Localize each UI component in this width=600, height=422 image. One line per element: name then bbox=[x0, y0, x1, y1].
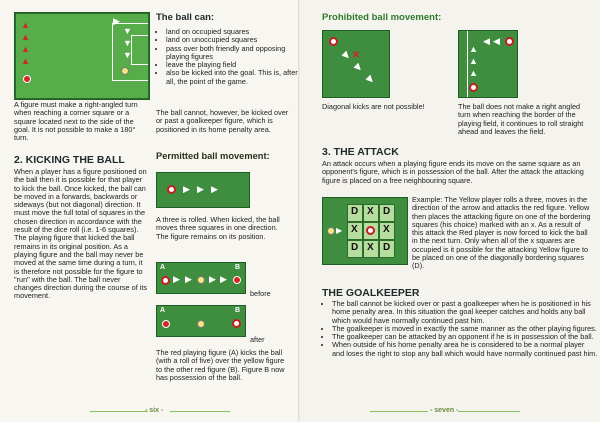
label-b: B bbox=[235, 264, 241, 271]
diagonal-kick-diagram: ▶ ▶ ▶ bbox=[322, 30, 390, 98]
goalkeeper-heading: THE GOALKEEPER bbox=[322, 287, 420, 299]
grid-letter: X bbox=[367, 242, 374, 253]
grid-letter: D bbox=[351, 242, 359, 253]
red-figure-text: The red playing figure (A) kicks the bal… bbox=[156, 348, 285, 382]
grid-letter: X bbox=[383, 224, 390, 235]
grid-letter: X bbox=[367, 206, 374, 217]
before-label: before bbox=[250, 289, 271, 298]
intro-text: A figure must make a right-angled turn w… bbox=[14, 100, 138, 143]
page-number: - six - bbox=[145, 407, 164, 414]
ball-can-item: land on occupied squares bbox=[166, 27, 298, 36]
goalkeeper-item: When outside of his home penalty area he… bbox=[332, 341, 598, 358]
right-page: Prohibited ball movement: ▶ ▶ ▶ ✕ Diagon… bbox=[300, 0, 600, 422]
attack-grid-diagram: D X D X X D X D ▶ bbox=[322, 197, 408, 265]
permitted-move-diagram: ▶ ▶ ▶ bbox=[156, 172, 250, 208]
ball-can-heading: The ball can: bbox=[156, 12, 215, 23]
attack-text: An attack occurs when a playing figure e… bbox=[322, 159, 584, 185]
after-diagram: A B bbox=[156, 305, 246, 337]
goalkeeper-item: The goalkeeper can be attacked by an opp… bbox=[332, 332, 598, 341]
permitted-heading: Permitted ball movement: bbox=[156, 151, 270, 161]
ball-can-list: land on occupied squares land on unoccup… bbox=[158, 27, 298, 86]
ball-can-item: leave the playing field bbox=[166, 60, 298, 69]
after-label: after bbox=[250, 335, 265, 344]
left-page: ▲ ▲ ▲ ▲ ▶ ▼ ▼ ▼ A figure must make a rig… bbox=[0, 0, 300, 422]
grid-letter: X bbox=[351, 224, 358, 235]
goalkeeper-list: The ball cannot be kicked over or past a… bbox=[324, 299, 598, 358]
right-footer: - seven - bbox=[300, 402, 600, 422]
example-text: Example: The Yellow player rolls a three… bbox=[412, 195, 591, 271]
section-kicking-heading: 2. KICKING THE BALL bbox=[14, 154, 125, 166]
border-text: The ball does not make a right angled tu… bbox=[458, 102, 584, 136]
three-rolled-text: A three is rolled. When kicked, the ball… bbox=[156, 215, 280, 241]
corner-turn-diagram: ▲ ▲ ▲ ▲ ▶ ▼ ▼ ▼ bbox=[14, 12, 150, 100]
label-a: A bbox=[160, 307, 166, 314]
label-b: B bbox=[235, 307, 241, 314]
diagonal-text: Diagonal kicks are not possible! bbox=[322, 102, 425, 111]
before-diagram: A B ▶ ▶ ▶ ▶ bbox=[156, 262, 246, 294]
kicking-text: When a player has a figure positioned on… bbox=[14, 167, 148, 301]
border-roll-diagram: ▲ ▲ ▲ ◀ ◀ bbox=[458, 30, 518, 98]
attack-heading: 3. THE ATTACK bbox=[322, 146, 399, 158]
goalkeeper-item: The ball cannot be kicked over or past a… bbox=[332, 299, 598, 325]
label-a: A bbox=[160, 264, 166, 271]
ball-cannot-text: The ball cannot, however, be kicked over… bbox=[156, 108, 289, 134]
goalkeeper-item: The goalkeeper is moved in exactly the s… bbox=[332, 324, 598, 333]
left-footer: - six - bbox=[0, 402, 300, 422]
prohibited-heading: Prohibited ball movement: bbox=[322, 12, 442, 23]
ball-can-item: land on unoccupied squares bbox=[166, 35, 298, 44]
grid-letter: D bbox=[383, 206, 391, 217]
prohibited-x-mark: ✕ bbox=[352, 50, 361, 61]
ball-can-item: also be kicked into the goal. This is, a… bbox=[166, 69, 298, 86]
page-number: - seven - bbox=[430, 407, 459, 414]
grid-letter: D bbox=[351, 206, 359, 217]
ball-can-item: pass over both friendly and opposing pla… bbox=[166, 44, 298, 62]
grid-letter: D bbox=[383, 242, 391, 253]
